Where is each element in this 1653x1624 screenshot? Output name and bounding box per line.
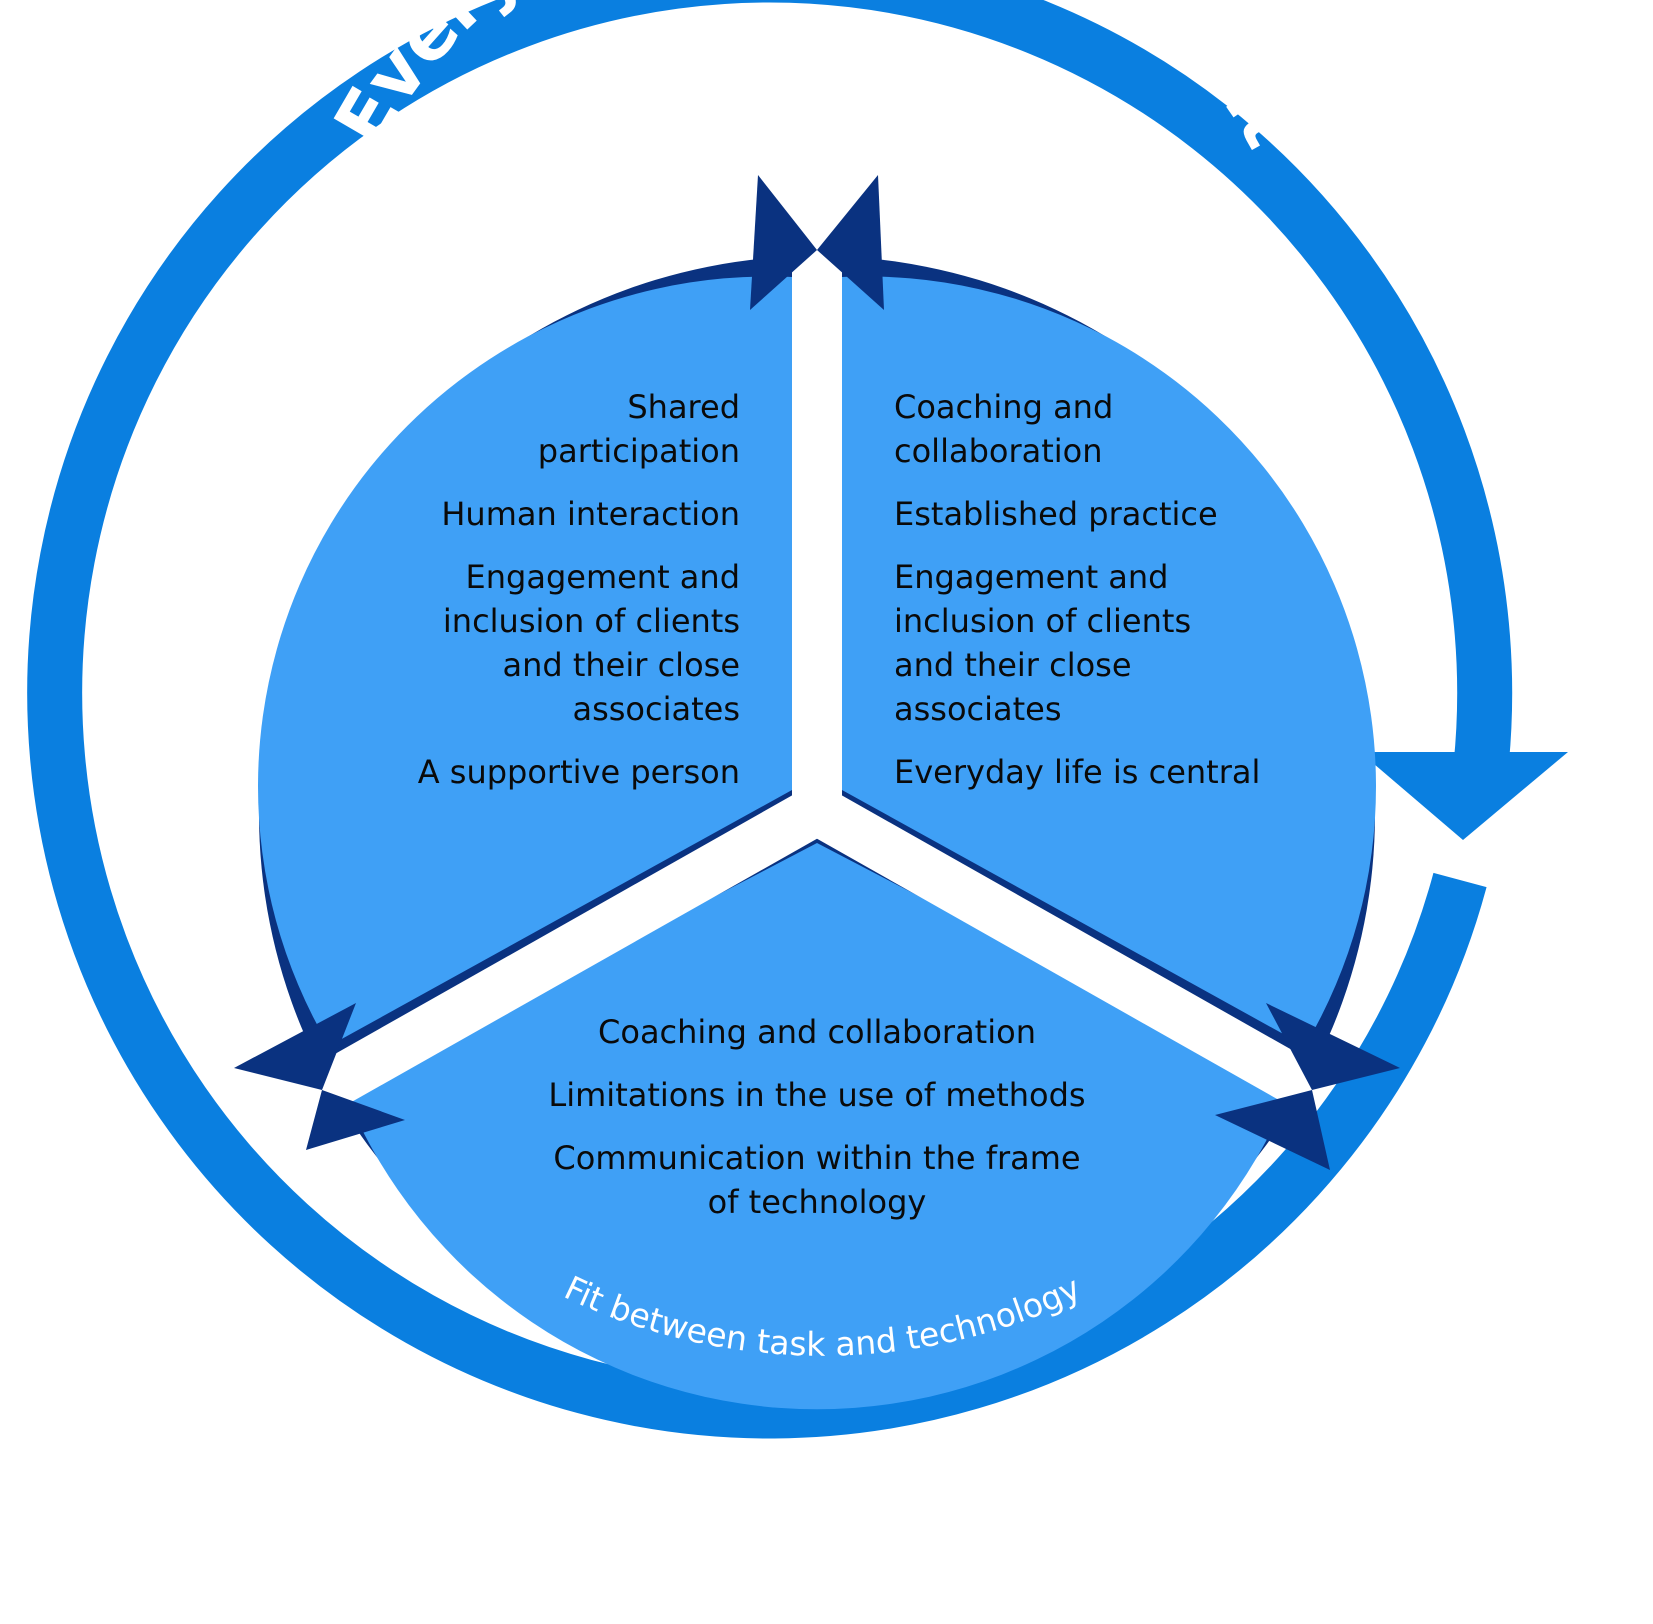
sector-item-line: associates — [894, 690, 1062, 728]
sector-item-line: Limitations in the use of methods — [548, 1076, 1085, 1114]
sector-item-line: Engagement and — [894, 558, 1168, 596]
sector-item-line: Human interaction — [441, 495, 740, 533]
outer-ring-arrowhead — [1360, 752, 1568, 840]
arrowhead-right-upper — [1266, 1003, 1400, 1090]
sector-item-line: inclusion of clients — [443, 602, 740, 640]
sector-item-line: and their close — [894, 646, 1132, 684]
sector-bottom — [344, 843, 1290, 1410]
sector-item-line: A supportive person — [418, 753, 740, 791]
arrowhead-right-lower — [1215, 1090, 1330, 1170]
sectors — [258, 276, 1376, 1410]
sector-dividers — [309, 248, 1325, 1112]
sector-item-line: collaboration — [894, 432, 1103, 470]
sector-item-line: Communication within the frame — [553, 1139, 1080, 1177]
sector-item-line: and their close — [502, 646, 740, 684]
sector-item-line: Shared — [627, 388, 740, 426]
sector-top-left — [258, 276, 792, 1046]
sector-item-line: associates — [572, 690, 740, 728]
arrowhead-left-upper — [234, 1003, 356, 1090]
sector-item-line: Coaching and — [894, 388, 1113, 426]
sector-top-right — [842, 276, 1376, 1046]
arrowhead-left-lower — [306, 1090, 405, 1150]
sector-item-line: Established practice — [894, 495, 1218, 533]
sector-item-line: inclusion of clients — [894, 602, 1191, 640]
sector-item-line: Coaching and collaboration — [598, 1013, 1036, 1051]
sector-item-line: of technology — [708, 1183, 927, 1221]
arrowhead-top-left — [750, 175, 817, 310]
arrowhead-top-right — [817, 175, 884, 310]
sector-item-line: Everyday life is central — [894, 753, 1260, 791]
band-arrowheads — [234, 175, 1400, 1170]
sector-item-line: Engagement and — [466, 558, 740, 596]
sector-item-line: participation — [538, 432, 740, 470]
